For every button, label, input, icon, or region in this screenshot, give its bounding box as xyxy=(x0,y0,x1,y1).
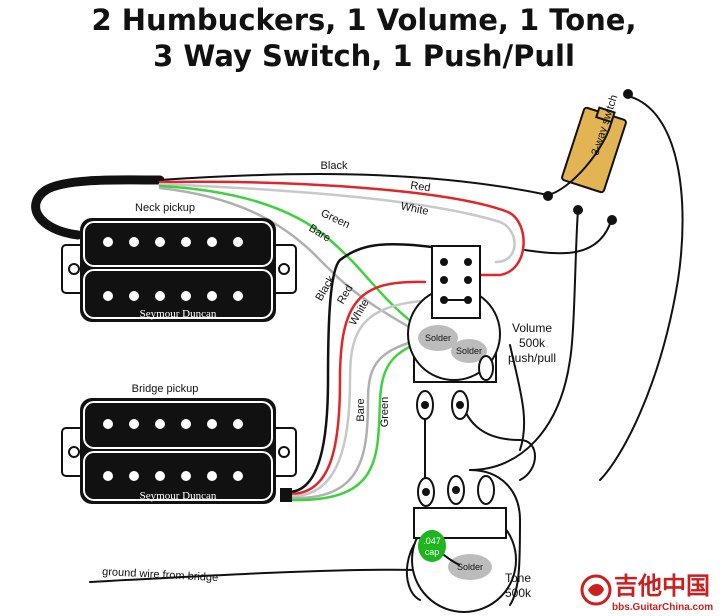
wire-label-white: White xyxy=(400,200,430,218)
neck-poles-bottom xyxy=(103,291,243,301)
title-line-1: 2 Humbuckers, 1 Volume, 1 Tone, xyxy=(91,3,637,37)
wire-label-green-bridge: Green xyxy=(379,397,391,428)
bridge-coil-top xyxy=(83,401,273,449)
bridge-coil-bottom xyxy=(83,451,273,501)
switch-ground-wire xyxy=(599,95,684,481)
title-line-2: 3 Way Switch, 1 Push/Pull xyxy=(153,39,575,73)
neck-brand: Seymour Duncan xyxy=(140,308,217,320)
tone-solder-label: Solder xyxy=(457,562,483,572)
three-way-switch: 3-way switch xyxy=(561,93,627,194)
neck-cable xyxy=(31,175,165,240)
watermark-text: 吉他中国 xyxy=(614,572,710,600)
bridge-pickup: Seymour Duncan Bridge pickup xyxy=(61,383,297,504)
red-wire-bridge xyxy=(288,280,427,496)
switch-lug-3 xyxy=(607,215,617,225)
green-wire-bridge xyxy=(288,338,427,502)
neck-pickup-label: Neck pickup xyxy=(135,202,195,214)
watermark-url: bbs.GuitarChina.com xyxy=(612,602,713,613)
switch-tab xyxy=(595,106,616,124)
neck-poles-top xyxy=(103,237,243,247)
volume-lugs xyxy=(416,355,494,420)
bare-wire-bridge xyxy=(288,336,427,500)
black-wire-neck xyxy=(159,173,549,196)
switch-lug-1 xyxy=(543,191,553,201)
switch-lugs xyxy=(543,89,633,225)
switch-wire-a xyxy=(547,119,613,196)
wires xyxy=(31,95,684,606)
bridge-brand: Seymour Duncan xyxy=(140,490,217,502)
push-pull-lugs xyxy=(440,258,472,304)
wire-label-red: Red xyxy=(410,180,432,195)
wire-label-black: Black xyxy=(321,160,348,172)
red-wire-neck xyxy=(158,180,525,277)
bridge-poles-bottom xyxy=(103,471,243,481)
watermark: 吉他中国 bbs.GuitarChina.com xyxy=(580,572,713,613)
diagram-title: 2 Humbuckers, 1 Volume, 1 Tone, 3 Way Sw… xyxy=(0,2,728,74)
neck-screw-left xyxy=(68,263,80,275)
white-wire-bridge xyxy=(288,298,450,498)
vol-ground-wire xyxy=(509,344,526,451)
switch-output-wire xyxy=(469,209,579,471)
vol-lug-wire xyxy=(459,394,536,481)
volume-solder-left-label: Solder xyxy=(425,333,451,343)
volume-type: push/pull xyxy=(508,351,556,365)
tone-pot: Solder .047 cap Tone 500k xyxy=(411,475,532,613)
wire-label-bare-bridge: Bare xyxy=(355,398,367,421)
cap-value: .047 xyxy=(423,536,441,546)
watermark-logo-icon xyxy=(580,574,612,606)
volume-value: 500k xyxy=(519,336,546,350)
switch-wire-b xyxy=(524,217,613,255)
push-pull-switch xyxy=(431,245,481,319)
wire-label-red-mid: Red xyxy=(335,283,355,306)
tone-value: 500k xyxy=(505,586,532,600)
neck-coil-bottom xyxy=(83,269,273,319)
tone-capacitor xyxy=(418,530,446,562)
bridge-screw-right xyxy=(278,446,290,458)
wire-label-green: Green xyxy=(319,207,352,231)
tone-output-wire xyxy=(469,469,521,606)
cap-label: cap xyxy=(425,547,440,557)
green-wire-neck xyxy=(158,184,427,334)
volume-solder-right xyxy=(451,339,487,363)
switch-lug-2 xyxy=(573,205,583,215)
neck-coil-top xyxy=(83,221,273,267)
volume-pot: Solder Solder Volume 500k push/pull xyxy=(407,245,556,420)
volume-solder-right-label: Solder xyxy=(456,346,482,356)
wire-label-bare: Bare xyxy=(307,222,333,244)
watermark-swirl-icon xyxy=(588,584,604,596)
bridge-poles-top xyxy=(103,419,243,429)
volume-solder-left xyxy=(418,325,458,351)
bridge-screw-left xyxy=(68,446,80,458)
ground-wire-from-bridge xyxy=(89,568,421,583)
tone-lugs xyxy=(417,475,495,507)
bridge-pickup-label: Bridge pickup xyxy=(132,383,199,395)
neck-pickup: Seymour Duncan Neck pickup xyxy=(61,202,297,322)
switch-lug-4 xyxy=(623,89,633,99)
tone-solder xyxy=(448,554,492,580)
white-wire-neck xyxy=(158,182,516,264)
bare-wire-neck xyxy=(158,186,427,338)
volume-label: Volume xyxy=(512,321,552,335)
bridge-cable-end xyxy=(280,488,292,502)
black-wire-bridge xyxy=(288,243,442,494)
tone-label: Tone xyxy=(505,571,531,585)
neck-screw-right xyxy=(278,263,290,275)
